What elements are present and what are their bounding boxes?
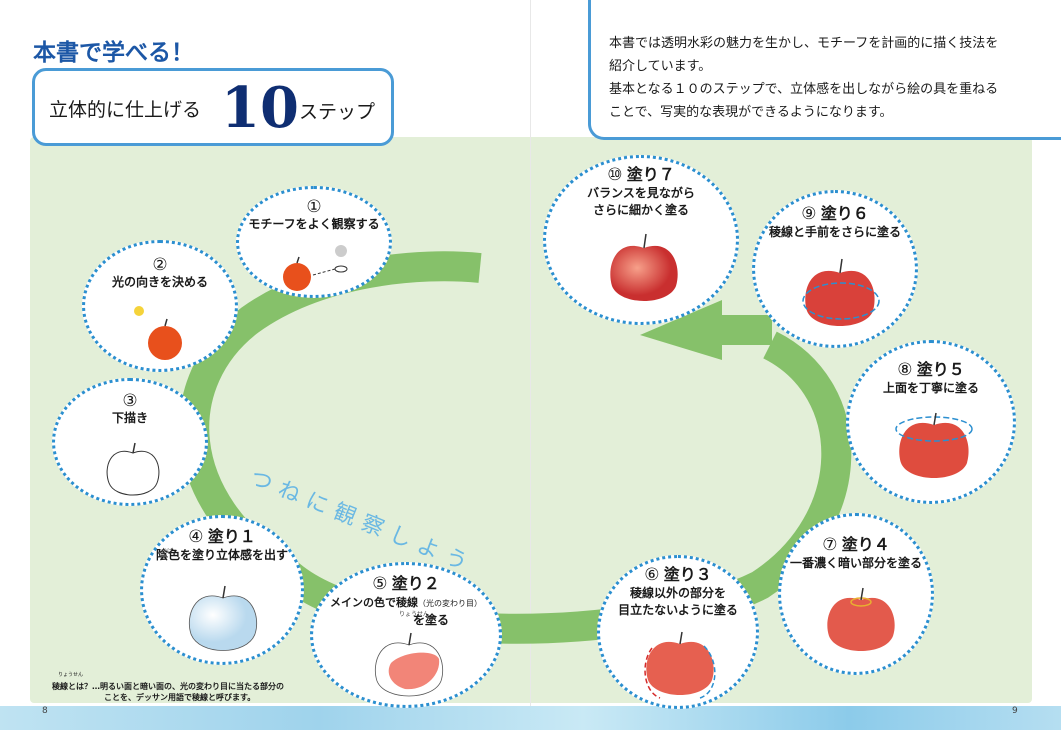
cycle-arrow-path bbox=[179, 251, 852, 644]
step-1-desc: モチーフをよく観察する bbox=[248, 217, 380, 231]
step-7: ⑦ 塗り４ 一番濃く暗い部分を塗る bbox=[778, 513, 934, 675]
cycle-arrow-head bbox=[640, 300, 722, 360]
cycle-arrow-tail bbox=[712, 315, 772, 345]
apple-front-icon bbox=[802, 258, 880, 326]
title-box: 立体的に仕上げる 10 ステップ bbox=[32, 68, 394, 146]
apple-final-icon bbox=[610, 233, 678, 301]
step-9-number: ⑨ bbox=[801, 204, 817, 224]
step-6: ⑥ 塗り３ 稜線以外の部分を 目立たないように塗る bbox=[597, 555, 759, 709]
step-8-desc: 上面を丁寧に塗る bbox=[882, 381, 979, 395]
apple-sketch-icon bbox=[106, 442, 160, 496]
note-line-1: 稜線とは？…明るい面と暗い面の、光の変わり目に当たる部分の bbox=[52, 682, 284, 691]
step-10-title: 塗り７ bbox=[626, 165, 675, 184]
step-4-number: ④ bbox=[188, 527, 204, 547]
step-4-ruby: かげ bbox=[161, 548, 174, 555]
step-5-title: 塗り２ bbox=[391, 574, 440, 593]
step-4: ④ 塗り１ 陰色を塗り立体感を出す かげ bbox=[140, 515, 304, 665]
step-8-title: 塗り５ bbox=[916, 360, 965, 379]
step-10: ⑩ 塗り７ バランスを見ながら さらに細かく塗る bbox=[543, 155, 739, 325]
intro-line-2: 紹介しています。 bbox=[609, 59, 712, 74]
apple-light-icon bbox=[134, 306, 182, 360]
step-9-desc: 稜線と手前をさらに塗る bbox=[768, 225, 901, 239]
step-8: ⑧ 塗り５ 上面を丁寧に塗る bbox=[846, 340, 1016, 504]
step-1-number: ① bbox=[306, 197, 322, 217]
apple-shadow-icon bbox=[188, 585, 258, 651]
watercolor-band bbox=[0, 706, 1061, 730]
ridge-note: りょうせん 稜線とは？…明るい面と暗い面の、光の変わり目に当たる部分の ことを、… bbox=[52, 670, 284, 703]
apple-eye-icon bbox=[283, 245, 348, 291]
step-10-number: ⑩ bbox=[607, 165, 623, 185]
intro-line-3: 基本となる１０のステップで、立体感を出しながら絵の具を重ねる bbox=[609, 82, 999, 97]
step-5-desc-b: 稜線 bbox=[396, 596, 418, 609]
step-10-desc-2: さらに細かく塗る bbox=[592, 203, 689, 217]
step-5-number: ⑤ bbox=[372, 574, 388, 594]
page-spine bbox=[530, 0, 531, 730]
step-5-desc-c: （光の変わり目） bbox=[418, 599, 482, 608]
apple-dark-icon bbox=[827, 587, 895, 651]
step-3: ③ 下描き bbox=[52, 378, 208, 506]
intro-line-4: ことで、写実的な表現ができるようになります。 bbox=[609, 105, 893, 120]
step-6-title: 塗り３ bbox=[663, 565, 712, 584]
intro-box: 本書では透明水彩の魅力を生かし、モチーフを計画的に描く技法を 紹介しています。 … bbox=[588, 0, 1061, 140]
step-4-title: 塗り１ bbox=[207, 527, 256, 546]
step-6-desc-2: 目立たないように塗る bbox=[618, 603, 738, 617]
step-2: ② 光の向きを決める bbox=[82, 240, 238, 372]
step-5-desc-d: を塗る bbox=[412, 613, 449, 627]
step-6-number: ⑥ bbox=[644, 565, 660, 585]
step-4-desc: 陰色を塗り立体感を出す bbox=[155, 548, 288, 562]
apple-base-icon bbox=[644, 631, 716, 699]
step-7-number: ⑦ bbox=[822, 535, 838, 555]
step-8-number: ⑧ bbox=[897, 360, 913, 380]
note-ruby: りょうせん bbox=[58, 672, 84, 678]
step-9-title: 塗り６ bbox=[820, 204, 869, 223]
step-5: ⑤ 塗り２ メインの色で稜線（光の変わり目） を塗る りょうせん bbox=[310, 562, 502, 708]
step-7-desc: 一番濃く暗い部分を塗る bbox=[789, 556, 922, 570]
title-number: 10 bbox=[221, 75, 299, 141]
intro-line-1: 本書では透明水彩の魅力を生かし、モチーフを計画的に描く技法を bbox=[609, 36, 999, 51]
step-3-number: ③ bbox=[122, 391, 138, 411]
apple-ridge-icon bbox=[374, 632, 444, 697]
step-2-number: ② bbox=[152, 255, 168, 275]
page-number-right: 9 bbox=[1012, 706, 1018, 716]
step-9: ⑨ 塗り６ 稜線と手前をさらに塗る bbox=[752, 190, 918, 348]
step-5-desc-a: メインの色で bbox=[330, 596, 396, 609]
step-10-desc: バランスを見ながら bbox=[587, 186, 695, 200]
step-7-title: 塗り４ bbox=[841, 535, 890, 554]
title-post: ステップ bbox=[299, 101, 376, 123]
step-1: ① モチーフをよく観察する bbox=[236, 186, 392, 298]
step-3-desc: 下描き bbox=[111, 411, 148, 425]
title-pre: 立体的に仕上げる bbox=[49, 99, 202, 121]
page-number-left: 8 bbox=[42, 706, 48, 716]
note-line-2: ことを、デッサン用語で稜線と呼びます。 bbox=[104, 693, 256, 702]
step-6-desc: 稜線以外の部分を bbox=[629, 586, 726, 600]
step-5-ruby: りょうせん bbox=[399, 611, 430, 618]
apple-top-icon bbox=[895, 412, 973, 478]
page-heading: 本書で学べる！ bbox=[33, 40, 194, 66]
step-2-desc: 光の向きを決める bbox=[111, 275, 208, 289]
